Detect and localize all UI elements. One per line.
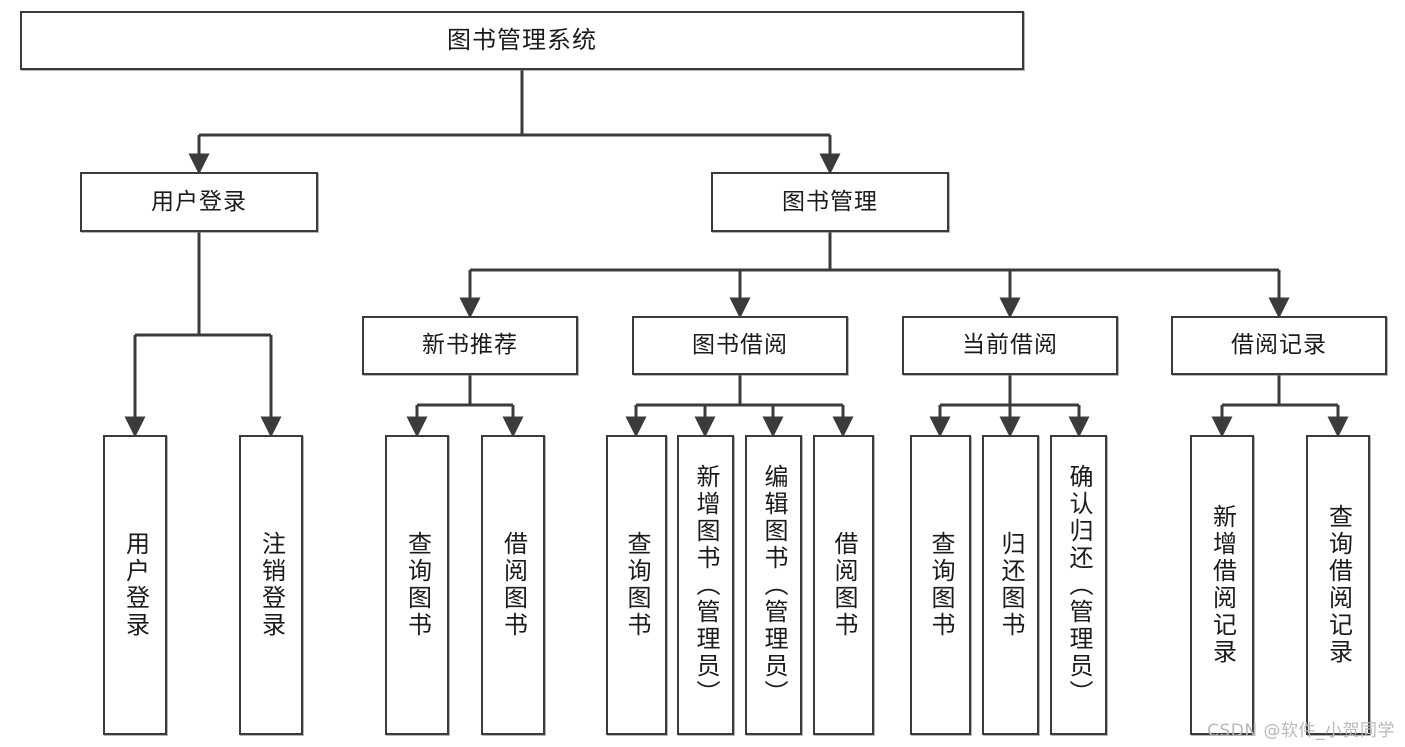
node-label: 借阅图书 xyxy=(499,531,528,639)
node-label: 用户登录 xyxy=(121,531,150,639)
node-leaf-edit-book-admin[interactable]: 编辑图书（管理员） xyxy=(745,435,802,735)
node-leaf-add-book-admin[interactable]: 新增图书（管理员） xyxy=(677,435,734,735)
node-leaf-return-book[interactable]: 归还图书 xyxy=(982,435,1039,735)
node-leaf-add-borrow-record[interactable]: 新增借阅记录 xyxy=(1190,435,1254,735)
node-label: 图书管理系统 xyxy=(447,25,597,54)
node-root-system[interactable]: 图书管理系统 xyxy=(20,11,1024,70)
node-label: 新增借阅记录 xyxy=(1208,504,1237,666)
node-leaf-confirm-return-admin[interactable]: 确认归还（管理员） xyxy=(1050,435,1107,735)
node-label: 归还图书 xyxy=(996,531,1025,639)
node-label: 查询借阅记录 xyxy=(1324,504,1353,666)
node-label: 新增图书（管理员） xyxy=(691,463,720,707)
watermark: CSDN @软件_小贺同学 xyxy=(1207,721,1395,741)
node-label: 图书管理 xyxy=(782,188,878,215)
node-label: 图书借阅 xyxy=(692,332,788,359)
node-label: 新书推荐 xyxy=(422,332,518,359)
node-new-book-recommend[interactable]: 新书推荐 xyxy=(362,316,578,375)
node-label: 用户登录 xyxy=(151,188,247,215)
node-user-login[interactable]: 用户登录 xyxy=(80,172,318,232)
node-label: 当前借阅 xyxy=(962,332,1058,359)
node-leaf-user-login[interactable]: 用户登录 xyxy=(103,435,167,735)
node-label: 编辑图书（管理员） xyxy=(759,463,788,707)
node-leaf-borrow-book[interactable]: 借阅图书 xyxy=(813,435,874,735)
node-label: 借阅记录 xyxy=(1231,332,1327,359)
node-label: 查询图书 xyxy=(403,531,432,639)
node-current-borrow[interactable]: 当前借阅 xyxy=(902,316,1118,375)
node-label: 借阅图书 xyxy=(829,531,858,639)
node-book-borrow[interactable]: 图书借阅 xyxy=(632,316,848,375)
node-leaf-query-book[interactable]: 查询图书 xyxy=(606,435,667,735)
node-label: 查询图书 xyxy=(622,531,651,639)
node-label: 注销登录 xyxy=(257,531,286,639)
node-leaf-query-book-current[interactable]: 查询图书 xyxy=(910,435,971,735)
node-borrow-record[interactable]: 借阅记录 xyxy=(1171,316,1387,375)
node-leaf-borrow-book-newbook[interactable]: 借阅图书 xyxy=(481,435,545,735)
node-leaf-query-borrow-record[interactable]: 查询借阅记录 xyxy=(1306,435,1370,735)
node-book-management[interactable]: 图书管理 xyxy=(711,172,949,232)
node-leaf-logout[interactable]: 注销登录 xyxy=(239,435,303,735)
node-label: 查询图书 xyxy=(926,531,955,639)
node-label: 确认归还（管理员） xyxy=(1064,463,1093,707)
node-leaf-query-book-newbook[interactable]: 查询图书 xyxy=(385,435,449,735)
